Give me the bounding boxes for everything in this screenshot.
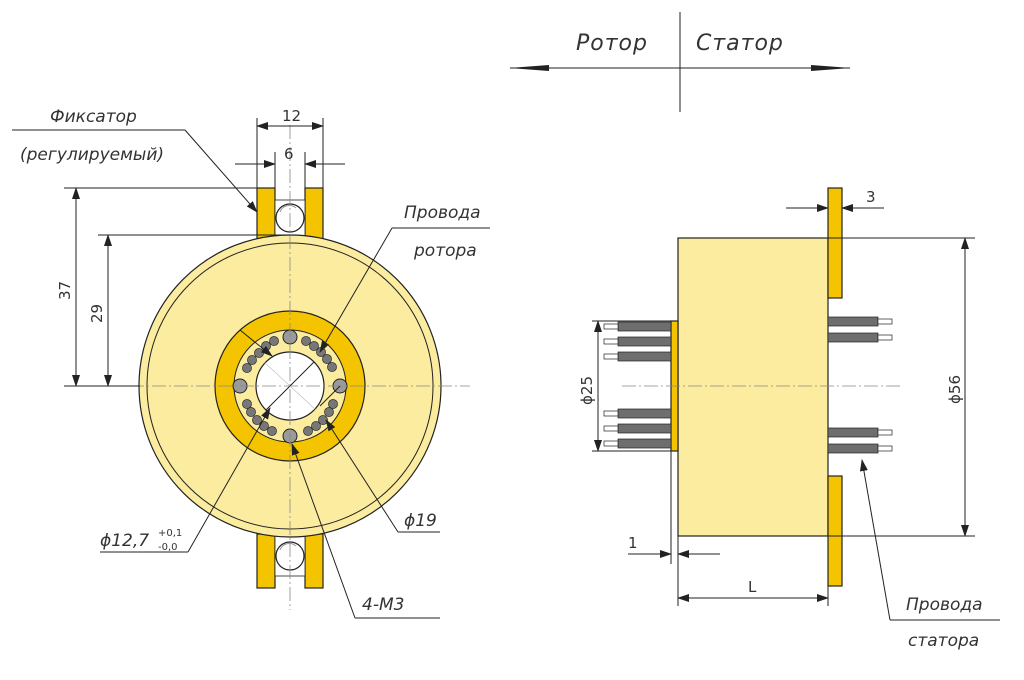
dim-56: ϕ56: [946, 375, 964, 404]
stator-label: Статор: [696, 31, 784, 56]
rotor-stator-header: Ротор Статор: [509, 12, 851, 112]
dim-29: 29: [88, 304, 106, 323]
fixator-label: Фиксатор: [50, 107, 137, 127]
side-view: 3 ϕ25 ϕ56 1 L Провода статора: [578, 187, 1000, 651]
stator-wires-side: [827, 316, 893, 454]
dim-6: 6: [284, 145, 294, 163]
dim-25: ϕ25: [578, 376, 596, 405]
rotor-wires-sublabel: ротора: [413, 241, 477, 261]
dim-12: 12: [282, 107, 301, 125]
dim-3: 3: [866, 188, 876, 206]
rotor-wire-bundle: [242, 336, 338, 436]
bore-tol-lower: -0,0: [158, 542, 178, 553]
holes-label: 4-М3: [362, 595, 404, 615]
front-view: 12 6 37 29 Фиксатор (регулируемый) Прово…: [12, 107, 490, 619]
stator-body: [677, 237, 829, 537]
stator-flange-top: [827, 187, 843, 299]
rotor-wires-label: Провода: [404, 203, 481, 223]
rotor-label: Ротор: [576, 31, 648, 56]
stator-flange-bottom: [827, 475, 843, 587]
rotor-wires-side: [603, 321, 672, 449]
dim-37: 37: [56, 281, 74, 300]
stator-wires-sublabel: статора: [908, 631, 979, 651]
bore-dia-label: ϕ12,7: [100, 531, 149, 551]
dim-L: L: [748, 578, 757, 596]
bore-tol-upper: +0,1: [158, 528, 182, 539]
fixator-sublabel: (регулируемый): [20, 145, 164, 165]
stator-wires-label: Провода: [906, 595, 983, 615]
dia-19: ϕ19: [404, 511, 437, 531]
dim-1: 1: [628, 534, 638, 552]
